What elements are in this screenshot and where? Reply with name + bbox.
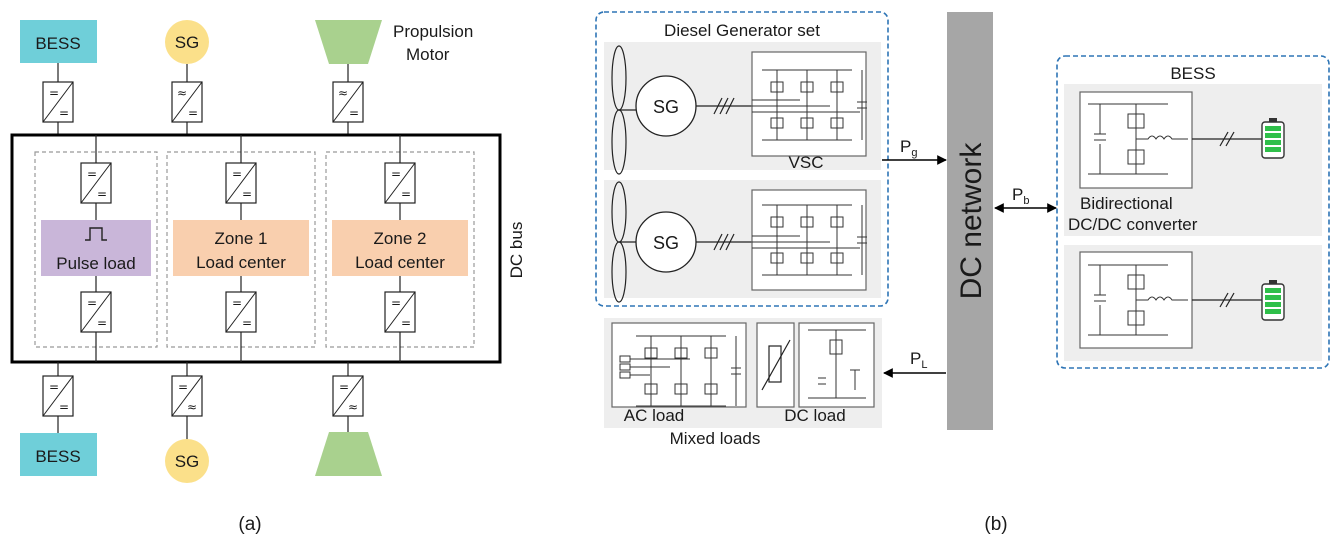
svg-text:=: = [49,380,59,394]
svg-text:=: = [97,187,107,201]
converter-zone2-lower: = = [384,291,416,333]
svg-text:=: = [59,106,69,120]
svg-text:=: = [339,380,349,394]
battery-2-icon [1261,279,1285,321]
converter-zone1-upper: = = [225,162,257,204]
diesel-generator-group [595,11,889,307]
svg-text:=: = [391,167,401,181]
panel-b-caption: (b) [984,514,1007,535]
propulsion-motor-top-shape [315,20,382,64]
svg-text:=: = [59,400,69,414]
bess-bottom-label: BESS [35,447,80,466]
converter-label-line2: DC/DC converter [1068,215,1198,234]
svg-text:=: = [401,187,411,201]
zone-1-label-line1: Zone 1 [215,229,268,248]
bess-group-label: BESS [1170,64,1215,83]
converter-dc-ac-bottom-motor: = ≈ [332,375,364,417]
svg-text:=: = [87,296,97,310]
vsc-2-box [751,189,867,291]
panel-a-caption: (a) [238,514,261,535]
ac-load-box [611,322,747,408]
zone-2-label-line1: Zone 2 [374,229,427,248]
mixed-loads-label: Mixed loads [670,429,761,448]
converter-pulse-lower: = = [80,291,112,333]
line-bess-1 [1192,131,1262,147]
panel-a: BESS SG Propulsion Motor = = ≈ = ≈ = DC … [10,20,526,535]
panel-b: Diesel Generator set SG VSC S [595,11,1330,535]
battery-1-icon [1261,117,1285,159]
sg-bottom-circle [165,439,209,483]
zone-1-label-line2: Load center [196,253,286,272]
zone-2-label-line2: Load center [355,253,445,272]
three-phase-line-2 [696,233,752,251]
pg-label: Pg [900,137,917,159]
three-phase-line-1 [696,97,752,115]
svg-text:=: = [349,106,359,120]
pulse-icon [85,227,107,241]
propulsion-motor-label-line1: Propulsion [393,22,473,41]
bess-top-label: BESS [35,34,80,53]
propulsion-motor-bottom-shape [315,432,382,476]
svg-text:≈: ≈ [177,86,187,100]
svg-text:≈: ≈ [187,400,197,414]
dc-network-bar [947,12,993,430]
converter-dc-dc-bottom-bess: = = [42,375,74,417]
svg-text:=: = [232,296,242,310]
converter-ac-dc-top-motor: ≈ = [332,81,364,123]
converter-dc-dc-top-bess: = = [42,81,74,123]
vsc-1-box [751,51,867,157]
converter-ac-dc-top-sg: ≈ = [171,81,203,123]
svg-text:=: = [242,316,252,330]
svg-text:=: = [178,380,188,394]
dc-network-label: DC network [955,142,988,300]
sg-bottom-label: SG [175,452,200,471]
zone-1-load-center-block [173,220,309,276]
sg-1-label: SG [653,97,679,117]
pulse-load-block [41,220,151,276]
converter-pulse-upper: = = [80,162,112,204]
svg-text:=: = [401,316,411,330]
svg-text:=: = [242,187,252,201]
pb-label: Pb [1012,185,1029,207]
svg-text:=: = [391,296,401,310]
turbine-1-icon [611,45,636,175]
svg-text:≈: ≈ [348,400,358,414]
svg-text:≈: ≈ [338,86,348,100]
line-bess-2 [1192,292,1262,308]
ac-load-label: AC load [624,406,684,425]
bess-bottom-block [20,433,97,476]
propulsion-motor-label-line2: Motor [406,45,450,64]
sg-2-label: SG [653,233,679,253]
sg-top-circle [165,20,209,64]
diesel-generator-label: Diesel Generator set [664,21,820,40]
converter-zone1-lower: = = [225,291,257,333]
pulse-load-label: Pulse load [56,254,135,273]
svg-text:=: = [97,316,107,330]
pl-label: PL [910,349,927,371]
dc-bus-box [10,133,502,364]
sg-top-label: SG [175,33,200,52]
bess-top-block [20,20,97,63]
svg-text:=: = [232,167,242,181]
zone-2-load-center-block [332,220,468,276]
bess-group [1056,55,1330,369]
converter-label-line1: Bidirectional [1080,194,1173,213]
dc-load-label: DC load [784,406,845,425]
converter-dc-ac-bottom-sg: = ≈ [171,375,203,417]
dc-bus-label: DC bus [507,222,526,279]
svg-text:=: = [49,86,59,100]
turbine-2-icon [611,181,636,303]
svg-text:=: = [87,167,97,181]
svg-text:=: = [188,106,198,120]
vsc-label: VSC [789,153,824,172]
converter-zone2-upper: = = [384,162,416,204]
